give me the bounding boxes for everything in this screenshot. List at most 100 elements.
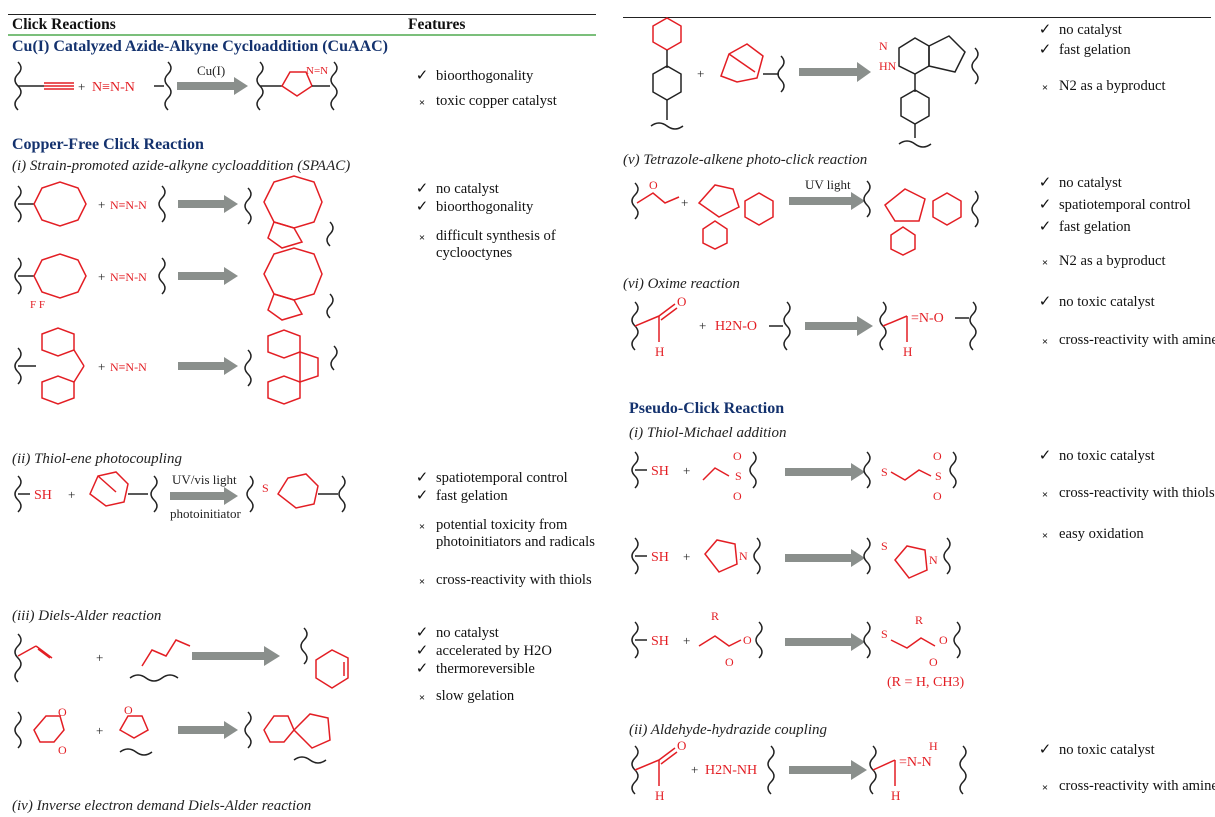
check-icon: ✓ — [415, 68, 429, 84]
r-group-label: R — [711, 609, 719, 623]
svg-text:+: + — [683, 633, 690, 648]
aminooxy-label: H2N-O — [715, 319, 757, 334]
feature-text: bioorthogonality — [436, 199, 534, 215]
spaac-row-1: + N≡N-N — [14, 175, 334, 249]
svg-text:+: + — [683, 549, 690, 564]
hydrazide-label: H2N-NH — [705, 763, 757, 778]
check-icon: ✓ — [1038, 22, 1052, 38]
reaction-arrow — [177, 77, 248, 95]
thiol-label: SH — [34, 488, 52, 503]
cross-icon: × — [418, 576, 426, 588]
section-pseudo: Pseudo-Click Reaction — [629, 400, 785, 417]
diels-alder-row: + — [14, 627, 349, 689]
check-icon: ✓ — [415, 470, 429, 486]
oxime-scheme: O H + H2N-O =N-O H — [631, 294, 977, 359]
svg-text:+: + — [98, 269, 105, 284]
thiol-label: SH — [651, 464, 669, 479]
svg-text:S: S — [881, 539, 888, 553]
left-panel: Click Reactions Features Cu(I) Catalyzed… — [0, 0, 600, 817]
uv-light-label: UV light — [805, 177, 851, 192]
section-copper-free: Copper-Free Click Reaction — [12, 136, 204, 153]
svg-text:SH: SH — [651, 550, 669, 565]
svg-text:O: O — [725, 655, 734, 669]
hydrazide-scheme: O H + H2N-NH =N-N H H — [631, 738, 967, 803]
cross-icon: × — [418, 232, 426, 244]
r-group-note: (R = H, CH3) — [887, 675, 964, 690]
feature-text: no toxic catalyst — [1059, 742, 1155, 758]
feature-text: no catalyst — [1059, 22, 1122, 38]
cross-icon: × — [1041, 257, 1049, 269]
acrylate-row: SH + R O O S R O O (R = H, CH3) — [631, 609, 964, 690]
check-icon: ✓ — [1038, 294, 1052, 310]
svg-text:+: + — [96, 650, 103, 665]
feature-text: cross-reactivity with thiols — [436, 572, 592, 588]
uv-vis-label: UV/vis light — [172, 472, 237, 487]
svg-text:+: + — [96, 723, 103, 738]
feature-text: thermoreversible — [436, 661, 535, 677]
tetrazole-scheme: O + UV light — [631, 177, 979, 256]
check-icon: ✓ — [415, 625, 429, 641]
maleimide-row: SH + N S N — [631, 537, 951, 579]
check-icon: ✓ — [415, 661, 429, 677]
thiol-ene-scheme: SH + UV/vis light photoinitiator S — [14, 471, 346, 521]
svg-text:N: N — [739, 549, 748, 563]
iedda-scheme: + N HN — [650, 17, 979, 148]
svg-text:S: S — [735, 469, 742, 483]
feature-text: fast gelation — [436, 488, 508, 504]
subsection-hydrazide: (ii) Aldehyde-hydrazide coupling — [629, 722, 828, 738]
svg-text:+: + — [68, 487, 75, 502]
svg-text:O: O — [677, 294, 686, 309]
subsection-diels-alder: (iii) Diels-Alder reaction — [12, 608, 162, 624]
check-icon: ✓ — [1038, 175, 1052, 191]
check-icon: ✓ — [1038, 448, 1052, 464]
reaction-arrow — [799, 62, 871, 82]
vinyl-sulfone-row: SH + S O O S S O O — [631, 449, 957, 503]
svg-text:+: + — [78, 79, 85, 94]
photoinitiator-label: photoinitiator — [170, 506, 241, 521]
svg-text:SH: SH — [651, 634, 669, 649]
svg-text:=N-N: =N-N — [899, 755, 932, 770]
svg-text:O: O — [733, 489, 742, 503]
feature-text: spatiotemporal control — [1059, 197, 1191, 213]
svg-text:N=N: N=N — [306, 65, 328, 77]
feature-text: slow gelation — [436, 688, 515, 704]
svg-text:S: S — [935, 469, 942, 483]
svg-text:+: + — [98, 359, 105, 374]
subsection-spaac: (i) Strain-promoted azide-alkyne cycload… — [12, 158, 351, 174]
svg-text:O: O — [939, 633, 948, 647]
svg-text:N: N — [929, 553, 938, 567]
iedda-like-row: O O + O — [14, 703, 331, 764]
right-panel: + N HN (v) Tetrazole-alkene photo-click … — [617, 0, 1215, 817]
cross-icon: × — [1041, 530, 1049, 542]
svg-text:O: O — [649, 178, 658, 192]
feature-text: no toxic catalyst — [1059, 448, 1155, 464]
svg-text:O: O — [58, 743, 67, 757]
subsection-thiol-ene: (ii) Thiol-ene photocoupling — [12, 451, 182, 467]
subsection-thiol-michael: (i) Thiol-Michael addition — [629, 425, 787, 441]
feature-text: spatiotemporal control — [436, 470, 568, 486]
feature-text: fast gelation — [1059, 42, 1131, 58]
svg-text:O: O — [124, 703, 133, 717]
svg-text:+: + — [683, 463, 690, 478]
feature-text: no catalyst — [436, 181, 499, 197]
svg-text:F F: F F — [30, 299, 45, 311]
feature-text: fast gelation — [1059, 219, 1131, 235]
spaac-schemes: + N≡N-N F F + N≡N-N — [14, 175, 338, 405]
subsection-iedda: (iv) Inverse electron demand Diels-Alder… — [12, 798, 312, 814]
check-icon: ✓ — [1038, 219, 1052, 235]
feature-text: cross-reactivity with amines — [1059, 332, 1215, 348]
svg-text:O: O — [58, 705, 67, 719]
feature-text: accelerated by H2O — [436, 643, 552, 659]
subsection-tetrazole: (v) Tetrazole-alkene photo-click reactio… — [623, 152, 868, 168]
svg-text:O: O — [733, 449, 742, 463]
svg-text:+: + — [697, 66, 704, 81]
svg-text:O: O — [933, 449, 942, 463]
top-rule — [8, 14, 596, 15]
svg-text:N≡N-N: N≡N-N — [110, 198, 147, 212]
svg-text:S: S — [262, 481, 269, 495]
cross-icon: × — [1041, 489, 1049, 501]
spaac-row-2: F F + N≡N-N — [14, 247, 334, 321]
svg-text:R: R — [915, 613, 923, 627]
check-icon: ✓ — [415, 199, 429, 215]
check-icon: ✓ — [1038, 42, 1052, 58]
